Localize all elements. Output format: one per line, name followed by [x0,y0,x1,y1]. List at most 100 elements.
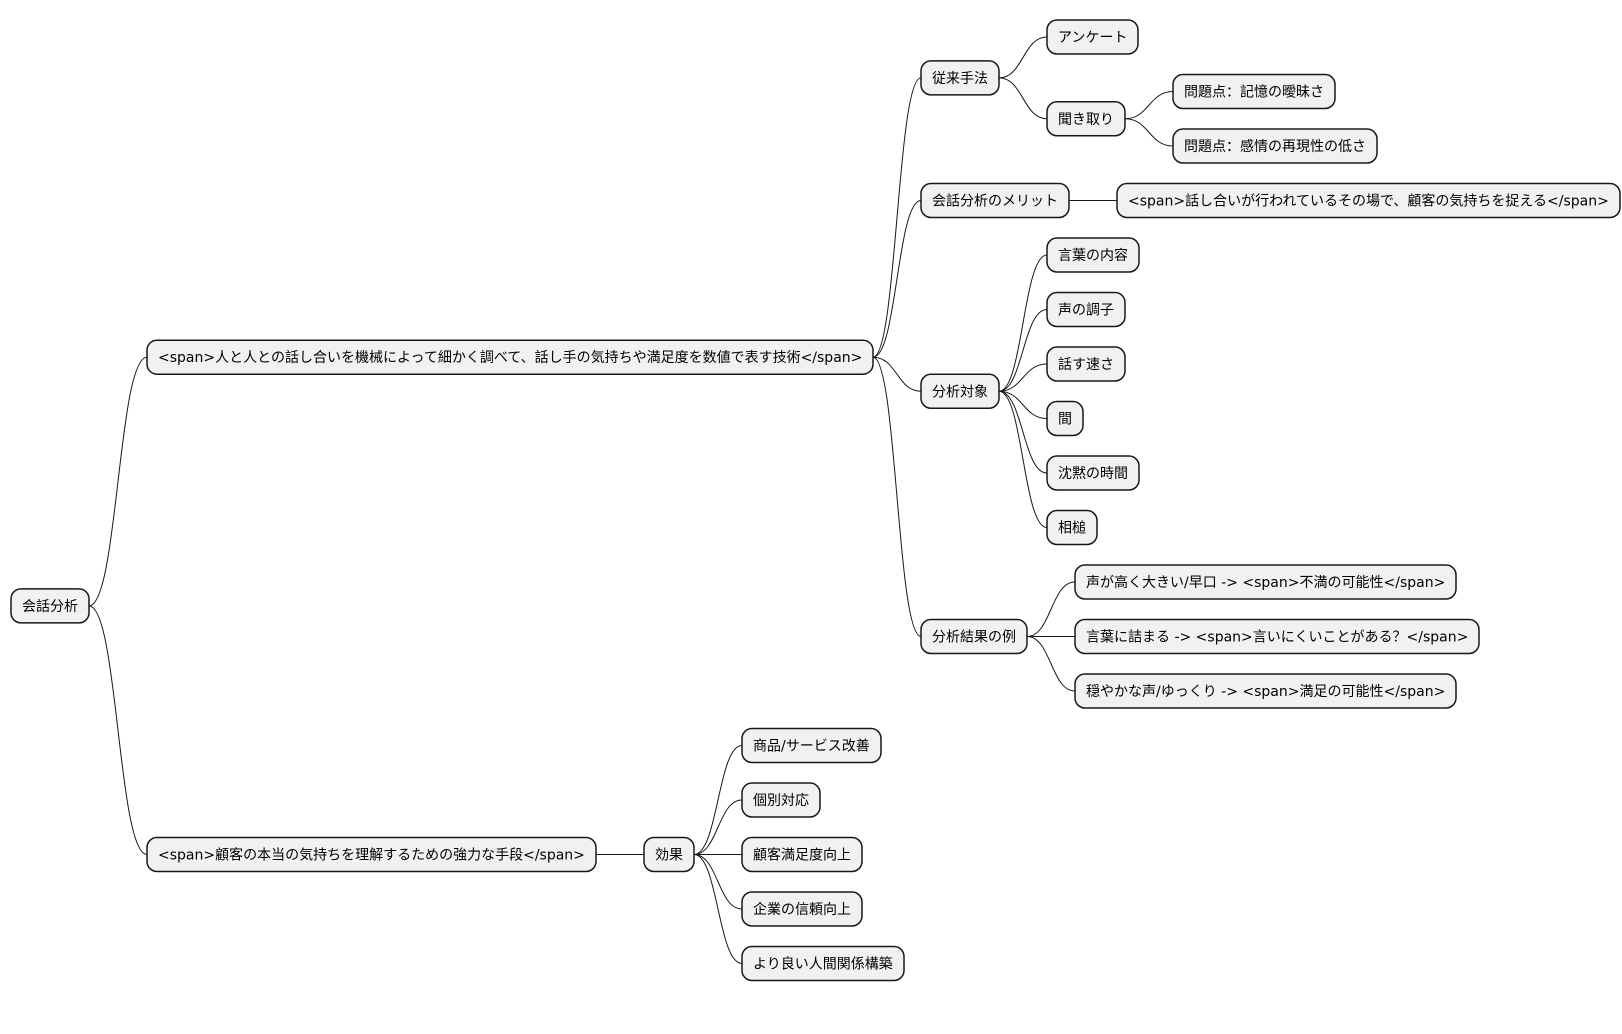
node-target-tone: 声の調子 [1046,291,1126,328]
node-label-effect-individual: 個別対応 [753,793,809,809]
node-box-problem-memory [1172,73,1336,110]
edge-traditional-to-interview [998,77,1048,120]
edge-root-to-definition [88,356,148,607]
node-target-content: 言葉の内容 [1046,237,1140,273]
node-effects: 効果 [643,836,695,873]
edge-interview-to-problem-memory [1124,91,1174,120]
node-label-example-hesitation: 言葉に詰まる -> <span>言いにくいことがある？</span> [1086,630,1468,646]
node-label-merit: 会話分析のメリット [932,193,1058,210]
edge-effects-to-effect-relationship [693,854,743,964]
node-box-example-hesitation [1074,618,1480,655]
node-effect-individual: 個別対応 [741,782,821,818]
node-box-effect-relationship [741,945,905,982]
node-examples: 分析結果の例 [920,618,1028,655]
node-box-effect-individual [741,782,821,818]
edge-examples-to-example-satisfaction [1026,636,1076,692]
edge-root-to-value [88,605,148,855]
node-target-speed: 話す速さ [1046,346,1126,382]
node-label-target-tone: 声の調子 [1058,303,1114,319]
node-box-targets [920,373,1000,409]
node-box-value [146,836,597,873]
edge-definition-to-targets [872,356,922,392]
node-label-effect-satisfaction: 顧客満足度向上 [753,847,851,864]
node-box-merit-detail [1116,182,1621,219]
node-label-target-backchannel: 相槌 [1058,521,1086,537]
node-survey: アンケート [1046,19,1139,55]
node-box-effect-satisfaction [741,836,863,873]
edge-targets-to-target-content [998,254,1048,392]
node-box-survey [1046,19,1139,55]
edge-examples-to-example-dissatisfaction [1026,581,1076,637]
node-problem-memory: 問題点：記憶の曖昧さ [1172,73,1336,110]
node-label-target-content: 言葉の内容 [1058,247,1128,264]
node-box-example-dissatisfaction [1074,564,1457,600]
node-box-effect-trust [741,891,863,927]
node-effect-product: 商品/サービス改善 [741,727,882,764]
node-example-dissatisfaction: 声が高く大きい/早口 -> <span>不満の可能性</span> [1074,564,1457,600]
node-label-examples: 分析結果の例 [932,630,1016,646]
node-box-example-satisfaction [1074,673,1457,709]
node-label-merit-detail: <span>話し合いが行われているその場で、顧客の気持ちを捉える</span> [1128,193,1609,210]
node-box-effects [643,836,695,873]
edge-effects-to-effect-individual [693,799,743,855]
node-targets: 分析対象 [920,373,1000,409]
node-box-interview [1046,101,1126,137]
node-target-backchannel: 相槌 [1046,509,1098,546]
node-target-pause: 間 [1046,400,1084,437]
node-label-effect-trust: 企業の信頼向上 [753,901,851,918]
edge-targets-to-target-silence [998,390,1048,474]
node-label-target-speed: 話す速さ [1058,356,1114,373]
node-example-hesitation: 言葉に詰まる -> <span>言いにくいことがある？</span> [1074,618,1480,655]
node-label-value: <span>顧客の本当の気持ちを理解するための強力な手段</span> [158,847,585,864]
node-box-target-content [1046,237,1140,273]
node-box-definition [146,339,874,375]
node-label-target-pause: 間 [1058,412,1072,428]
node-effect-relationship: より良い人間関係構築 [741,945,905,982]
edge-targets-to-target-speed [998,363,1048,392]
node-label-problem-emotion: 問題点：感情の再現性の低さ [1184,138,1366,155]
edge-targets-to-target-tone [998,309,1048,392]
node-box-traditional [920,60,1000,96]
node-problem-emotion: 問題点：感情の再現性の低さ [1172,128,1378,164]
node-box-root [10,588,90,624]
node-root: 会話分析 [10,588,90,624]
node-effect-satisfaction: 顧客満足度向上 [741,836,863,873]
node-label-interview: 聞き取り [1058,112,1114,128]
node-label-survey: アンケート [1058,30,1127,46]
node-label-traditional: 従来手法 [932,71,988,87]
node-definition: <span>人と人との話し合いを機械によって細かく調べて、話し手の気持ちや満足度… [146,339,874,375]
mindmap-nodes: 会話分析 <span>人と人との話し合いを機械によって細かく調べて、話し手の気持ち… [10,19,1621,982]
node-label-definition: <span>人と人との話し合いを機械によって細かく調べて、話し手の気持ちや満足度… [158,349,862,366]
node-label-example-dissatisfaction: 声が高く大きい/早口 -> <span>不満の可能性</span> [1086,574,1445,591]
node-interview: 聞き取り [1046,101,1126,137]
node-value: <span>顧客の本当の気持ちを理解するための強力な手段</span> [146,836,597,873]
edge-definition-to-merit [872,200,922,358]
node-box-target-speed [1046,346,1126,382]
edge-effects-to-effect-product [693,745,743,855]
edge-interview-to-problem-emotion [1124,118,1174,147]
node-label-effects: 効果 [655,848,683,864]
edge-traditional-to-survey [998,36,1048,79]
edge-targets-to-target-backchannel [998,390,1048,528]
node-box-target-silence [1046,455,1140,491]
edge-definition-to-traditional [872,77,922,358]
node-box-target-backchannel [1046,509,1098,546]
node-box-target-tone [1046,291,1126,328]
edge-effects-to-effect-trust [693,854,743,910]
mindmap-edges [88,36,1174,964]
node-traditional: 従来手法 [920,60,1000,96]
edge-targets-to-target-pause [998,390,1048,419]
node-effect-trust: 企業の信頼向上 [741,891,863,927]
node-box-effect-product [741,727,882,764]
node-box-target-pause [1046,400,1084,437]
node-label-effect-relationship: より良い人間関係構築 [753,957,893,973]
node-label-problem-memory: 問題点：記憶の曖昧さ [1184,84,1324,101]
node-merit-detail: <span>話し合いが行われているその場で、顧客の気持ちを捉える</span> [1116,182,1621,219]
node-label-effect-product: 商品/サービス改善 [753,739,870,755]
node-target-silence: 沈黙の時間 [1046,455,1140,491]
node-label-targets: 分析対象 [932,384,988,400]
node-label-target-silence: 沈黙の時間 [1058,466,1128,482]
edge-definition-to-examples [872,356,922,637]
node-example-satisfaction: 穏やかな声/ゆっくり -> <span>満足の可能性</span> [1074,673,1457,709]
